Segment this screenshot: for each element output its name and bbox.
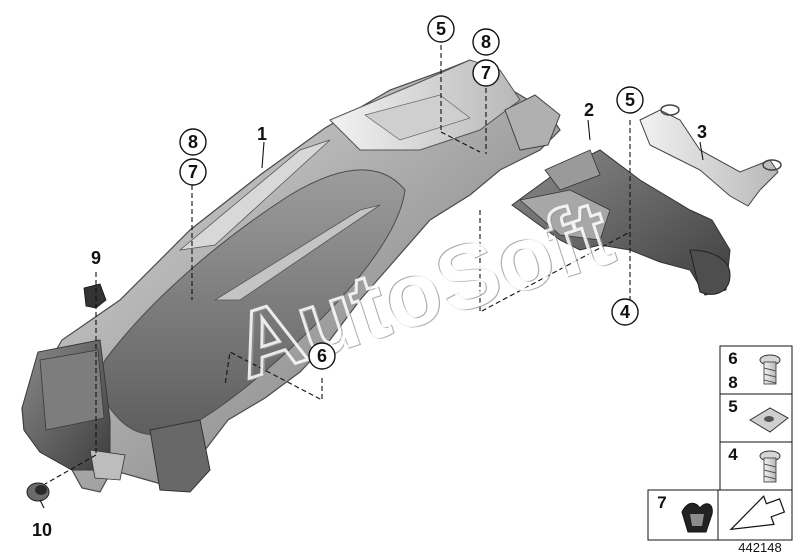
- fastener-legend: 6 8 5 4 7: [647, 345, 793, 541]
- callout-8-top: 8: [472, 28, 500, 56]
- clip-icon: [681, 502, 713, 533]
- diagram-number: 442148: [738, 540, 781, 555]
- screw-icon: [759, 450, 781, 483]
- label-part-10: 10: [32, 520, 52, 540]
- svg-text:6: 6: [317, 346, 327, 366]
- legend-6: 6: [728, 349, 737, 368]
- svg-text:5: 5: [436, 19, 446, 39]
- callout-5-top: 5: [427, 15, 455, 43]
- callout-5-right: 5: [616, 86, 644, 114]
- label-part-1: 1: [257, 124, 267, 144]
- callout-7-left: 7: [179, 158, 207, 186]
- holder-part: [639, 104, 782, 207]
- rear-fender-part: [21, 59, 561, 493]
- svg-text:4: 4: [620, 302, 630, 322]
- svg-text:7: 7: [481, 63, 491, 83]
- label-part-2: 2: [584, 100, 594, 120]
- leader-lines: [39, 45, 704, 509]
- spacer-part: [26, 482, 50, 502]
- callout-4-right: 4: [611, 298, 639, 326]
- label-part-3: 3: [697, 122, 707, 142]
- label-part-9: 9: [91, 248, 101, 268]
- callout-6-mid: 6: [308, 342, 336, 370]
- svg-text:7: 7: [188, 162, 198, 182]
- bracket-part: [511, 149, 731, 296]
- legend-8: 8: [728, 373, 737, 392]
- svg-text:8: 8: [481, 32, 491, 52]
- speed-nut-icon: [749, 407, 789, 433]
- legend-7: 7: [657, 493, 666, 512]
- legend-5: 5: [728, 397, 737, 416]
- arrow-icon: [729, 495, 786, 531]
- callout-7-top: 7: [472, 59, 500, 87]
- legend-4: 4: [728, 445, 738, 464]
- svg-text:5: 5: [625, 90, 635, 110]
- callout-8-left: 8: [179, 128, 207, 156]
- rubber-mount-part: [83, 283, 107, 309]
- svg-text:8: 8: [188, 132, 198, 152]
- screw-icon: [759, 354, 781, 385]
